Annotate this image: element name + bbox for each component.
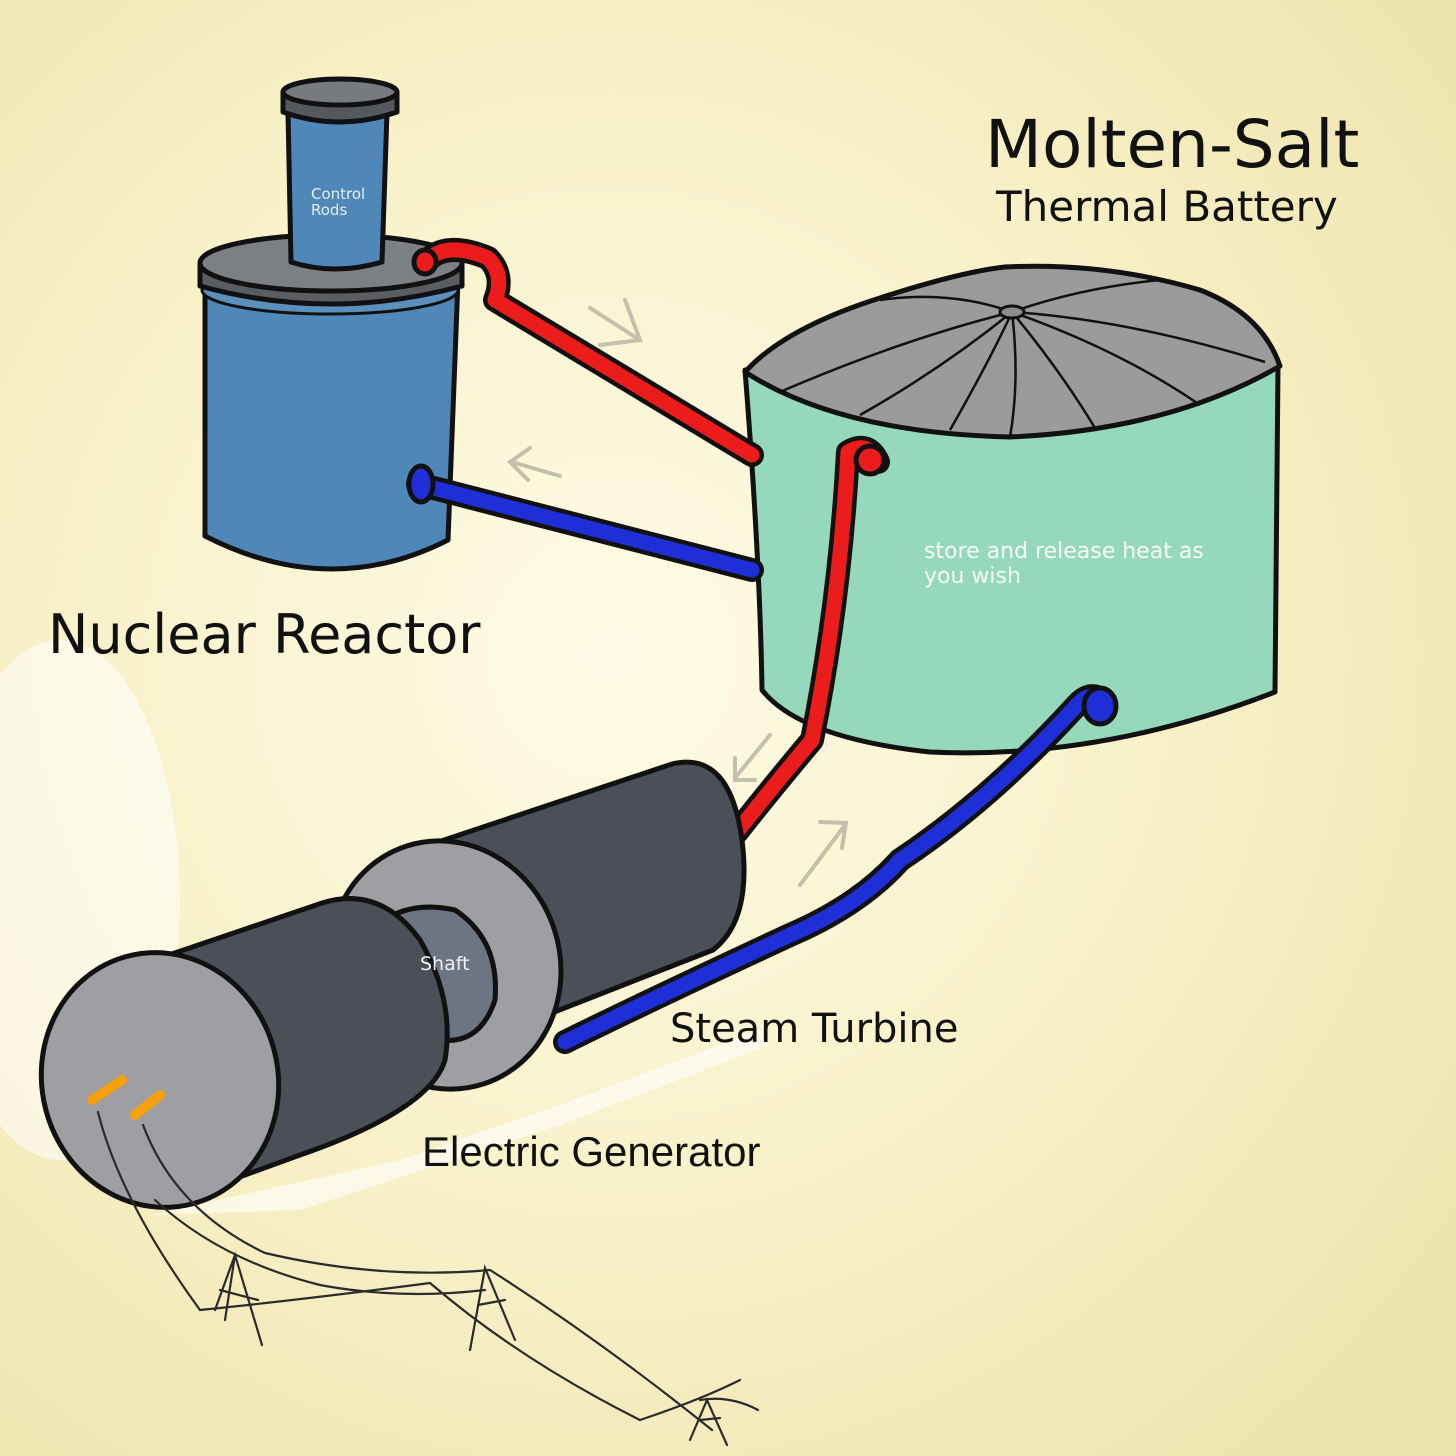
title: Molten-Salt [985, 106, 1360, 183]
shaft-label: Shaft [420, 953, 470, 975]
tank-note: store and release heat as you wish [924, 539, 1204, 589]
steam-turbine-label: Steam Turbine [670, 1006, 959, 1052]
electric-generator-label: Electric Generator [422, 1128, 761, 1175]
power-lines [96, 1110, 760, 1447]
tank-roof-ribs [779, 278, 1266, 438]
cold-pipe-tank-to-reactor-fill [410, 476, 760, 578]
hot-pipe-tank-port [853, 443, 887, 477]
generator-terminal-2 [130, 1090, 165, 1120]
power-wire-4 [698, 1397, 760, 1412]
nuclear-reactor-label: Nuclear Reactor [48, 603, 481, 666]
subtitle: Thermal Battery [996, 182, 1338, 231]
hot-pipe-tank-to-turbine-fill [729, 440, 886, 840]
pylon-1 [213, 1251, 264, 1347]
electric-generator [38, 896, 450, 1210]
tank-roof-hub [998, 304, 1026, 320]
pylon-2 [468, 1264, 517, 1352]
flow-arrow-hot-to-turbine [733, 733, 772, 782]
flow-arrow-cold-to-tank [798, 820, 849, 887]
hot-pipe-reactor-to-tank-fill [418, 242, 760, 463]
cold-pipe-turbine-to-tank-fill [557, 688, 1110, 1050]
control-rods-cap [280, 76, 400, 108]
flow-arrow-hot-to-tank [588, 298, 643, 347]
flow-arrows [506, 298, 849, 887]
nuclear-reactor [197, 76, 465, 572]
cold-pipe-reactor-port [406, 463, 436, 505]
power-wire-1 [96, 1110, 742, 1422]
reactor-body [202, 277, 461, 572]
pipe-ends [406, 247, 1119, 727]
flow-arrow-cold-to-reactor [506, 446, 562, 482]
generator-terminal-1 [87, 1075, 127, 1105]
control-rods-label: Control Rods [311, 185, 366, 219]
pipes [406, 237, 1114, 1054]
hot-pipe-reactor-port [411, 247, 439, 277]
tank-roof [742, 263, 1283, 440]
cold-pipe-tank-port [1081, 685, 1119, 727]
control-rods-housing [285, 109, 390, 272]
power-wire-3 [153, 1198, 487, 1296]
power-wire-2 [141, 1123, 714, 1432]
